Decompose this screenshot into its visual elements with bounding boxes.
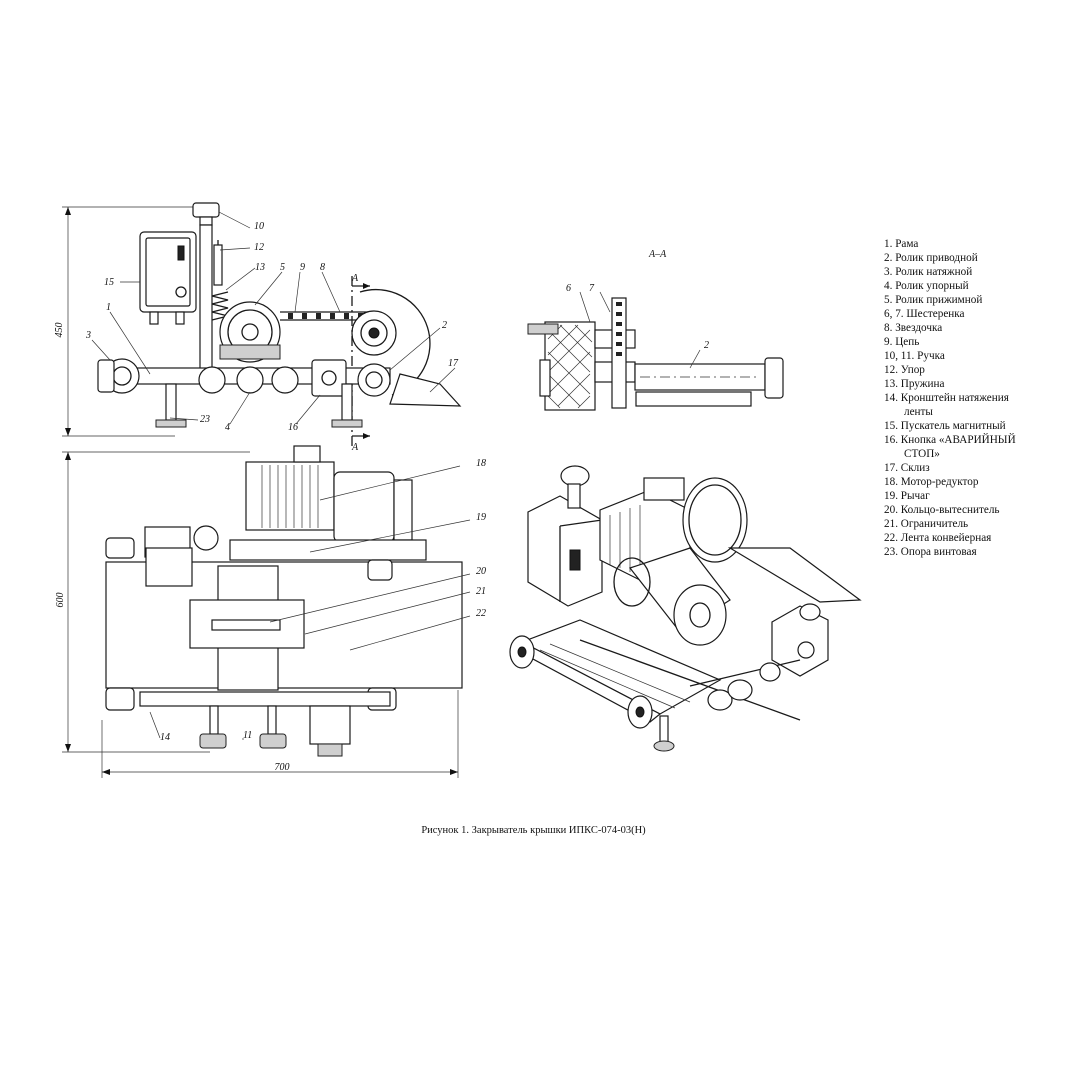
callout-21: 21	[476, 586, 486, 597]
legend-item: 15. Пускатель магнитный	[884, 420, 1006, 432]
legend-item: 17. Склиз	[884, 462, 930, 474]
callout-12: 12	[254, 242, 264, 253]
callout-2: 2	[442, 320, 447, 331]
section-view: 6 7 2	[527, 283, 784, 411]
legend-item: 13. Пружина	[884, 378, 945, 390]
side-view: 450	[54, 202, 462, 453]
callout-4: 4	[225, 422, 230, 433]
legend-item: 6, 7. Шестеренка	[884, 308, 965, 320]
callout-13: 13	[255, 262, 265, 273]
callout-3: 3	[85, 330, 91, 341]
legend-item-continuation: СТОП»	[904, 448, 940, 460]
dim-600: 600	[55, 593, 66, 608]
section-mark-top: А	[351, 273, 359, 284]
legend-item: 22. Лента конвейерная	[884, 532, 992, 544]
callout-18: 18	[476, 458, 486, 469]
legend-item: 12. Упор	[884, 364, 925, 376]
top-view: 600 700	[55, 445, 486, 778]
callout-10: 10	[254, 221, 264, 232]
legend-item: 14. Кронштейн натяжения	[884, 392, 1009, 404]
legend-item: 3. Ролик натяжной	[884, 266, 973, 278]
callout-19: 19	[476, 512, 486, 523]
legend-item-continuation: ленты	[904, 406, 933, 418]
callout-11: 11	[243, 730, 252, 741]
dim-700: 700	[275, 762, 290, 773]
callout-7: 7	[589, 283, 595, 294]
callout-9: 9	[300, 262, 305, 273]
callout-2-section: 2	[704, 340, 709, 351]
callout-22: 22	[476, 608, 486, 619]
callout-1: 1	[106, 302, 111, 313]
callout-15: 15	[104, 277, 114, 288]
legend-item: 4. Ролик упорный	[884, 280, 969, 292]
callout-5: 5	[280, 262, 285, 273]
legend-item: 19. Рычаг	[884, 490, 930, 502]
dim-450: 450	[54, 323, 65, 338]
callout-16: 16	[288, 422, 298, 433]
callout-8: 8	[320, 262, 325, 273]
figure-caption: Рисунок 1. Закрыватель крышки ИПКС-074-0…	[421, 825, 646, 836]
callout-20: 20	[476, 566, 486, 577]
section-mark-bottom: А	[351, 442, 359, 453]
legend-item: 16. Кнопка «АВАРИЙНЫЙ	[884, 434, 1016, 446]
legend-item: 10, 11. Ручка	[884, 350, 945, 362]
legend-item: 20. Кольцо-вытеснитель	[884, 504, 1000, 516]
legend-item: 8. Звездочка	[884, 322, 943, 334]
legend-item: 21. Ограничитель	[884, 518, 969, 530]
parts-legend: 1. Рама 2. Ролик приводной 3. Ролик натяжн…	[884, 237, 1016, 559]
legend-item: 1. Рама	[884, 238, 919, 250]
legend-item: 18. Мотор-редуктор	[884, 476, 979, 488]
callout-17: 17	[448, 358, 459, 369]
legend-item: 23. Опора винтовая	[884, 546, 977, 558]
legend-item: 2. Ролик приводной	[884, 252, 978, 264]
legend-item: 9. Цепь	[884, 336, 920, 348]
legend-item: 5. Ролик прижимной	[884, 294, 983, 306]
isometric-view	[509, 465, 862, 752]
callout-23: 23	[200, 414, 210, 425]
callout-14: 14	[160, 732, 170, 743]
section-title: А–А	[649, 249, 667, 260]
callout-6: 6	[566, 283, 571, 294]
